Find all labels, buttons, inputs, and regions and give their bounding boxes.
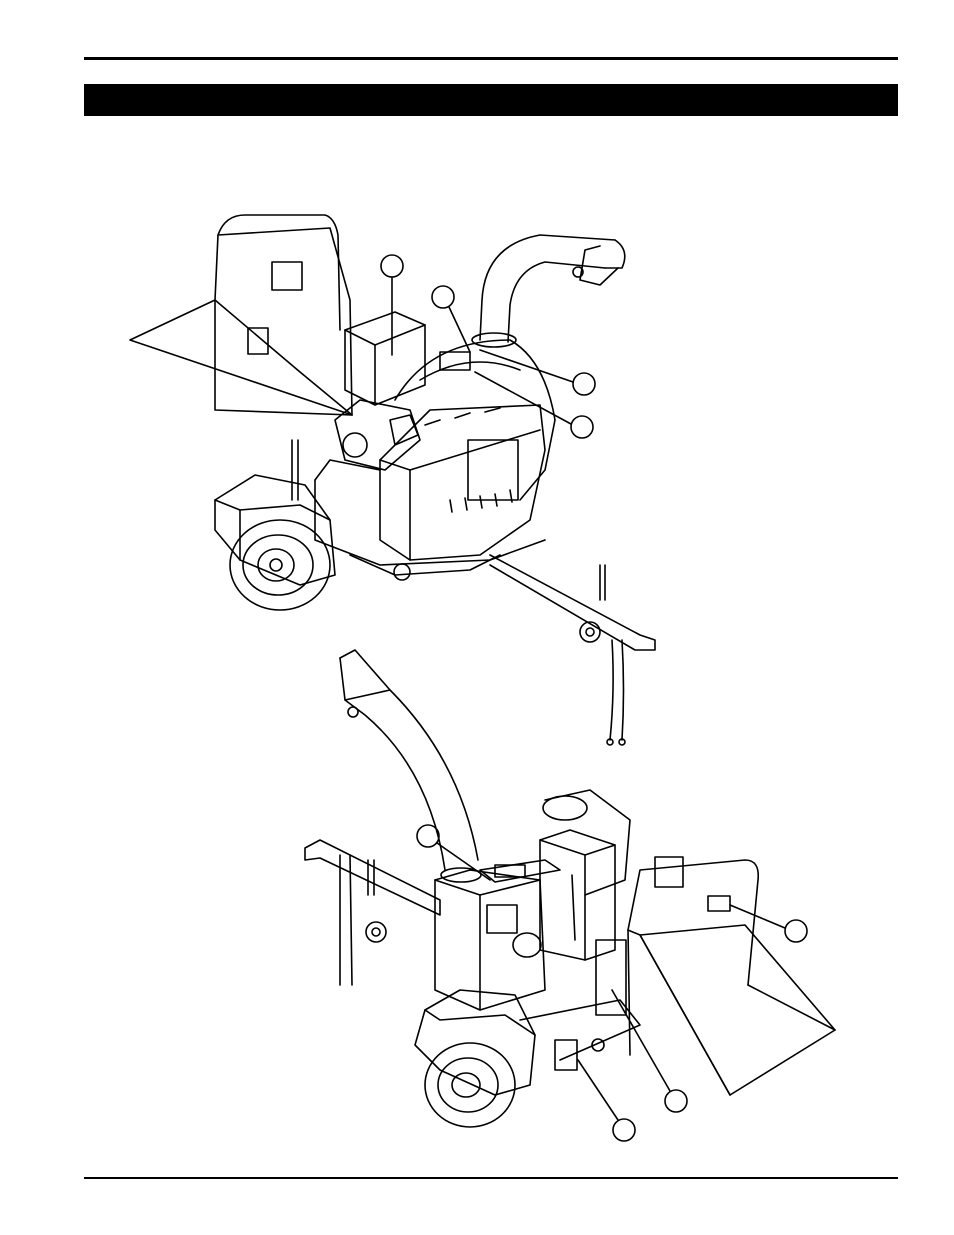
callout-markers: [380, 254, 596, 439]
section-title-bar: [84, 84, 898, 116]
header-rule: [84, 57, 898, 60]
callout-markers: [416, 824, 808, 1142]
chipper-front-view: [304, 649, 836, 1142]
footer-rule: [84, 1177, 898, 1179]
chipper-rear-view: [129, 214, 656, 746]
